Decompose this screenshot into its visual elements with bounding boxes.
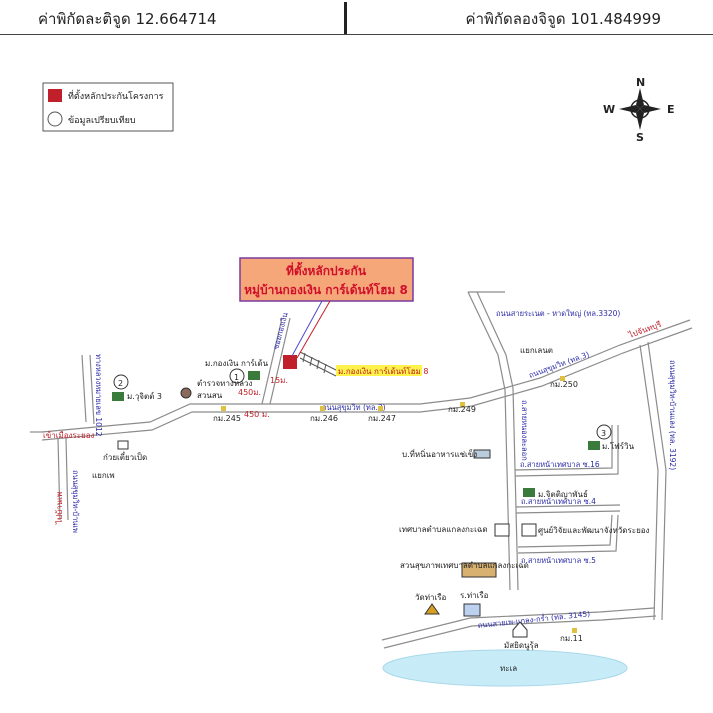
callout-line2: หมู่บ้านกองเงิน การ์เด้นท์โฮม 8 <box>244 282 408 298</box>
yaek-lenet-label: แยกเลนต <box>520 346 553 355</box>
svg-text:2: 2 <box>118 379 123 388</box>
km-post-icon <box>378 406 383 411</box>
nonglalok-label: ถ.สายหนองละลอก <box>520 400 529 461</box>
longitude-text: ค่าพิกัดลองจิจูด 101.484999 <box>465 10 661 28</box>
restaurant-icon <box>117 440 129 450</box>
compass-rose-icon: N E S W <box>603 76 675 144</box>
jittiyapan-label: ม.จิตติญาพันธ์ <box>538 489 588 499</box>
mosque-icon <box>512 621 528 638</box>
park-label: สวนสุขภาพเทศบาลตำบลแกลงกะเฉด <box>400 561 529 570</box>
kuay-teow-label: ก๋วยเตี๋ยวเป็ด <box>103 451 147 462</box>
road1012-label: ทางหลวงหมายเลข 1012 <box>94 354 103 437</box>
comparison-marker-1: 1 ม.กองเงิน การ์เด้น <box>205 358 269 384</box>
km250: กม.250 <box>550 380 578 389</box>
soi16-label: ถ.สายหน้าเทศบาล ซ.16 <box>520 460 600 469</box>
yaek-phe-label: แยกเพ <box>92 471 115 480</box>
compass-s: S <box>636 131 644 144</box>
legend: ที่ตั้งหลักประกันโครงการ ข้อมูลเปรียบเที… <box>42 82 174 132</box>
municipal-label: เทศบาลตำบลแกลงกะเฉด <box>399 525 488 534</box>
house-icon <box>112 392 124 401</box>
park-icon <box>461 562 497 578</box>
legend-comparison-label: ข้อมูลเปรียบเทียบ <box>68 115 136 126</box>
compass-e: E <box>667 103 675 116</box>
municipal-icon <box>494 523 510 537</box>
km245: กม.245 <box>213 414 241 423</box>
factory-icon <box>473 449 491 459</box>
comp3-label: ม.โฟร์วิน <box>602 441 635 451</box>
police-label: ตำรวจทางหลวง <box>197 379 253 388</box>
comparison-marker-3: 3 ม.โฟร์วิน <box>588 424 635 451</box>
road3192-label: ถนนสุขุมวิท-บ้านแลง (ทล. 3192) <box>668 360 677 470</box>
legend-site-label: ที่ตั้งหลักประกันโครงการ <box>68 89 164 102</box>
compass-w: W <box>603 103 615 116</box>
road3320-label: ถนนสายระเนต - หาดใหญ่ (ทล.3320) <box>496 309 620 318</box>
wat-label: วัดท่าเรือ <box>415 593 446 602</box>
compass-n: N <box>636 76 645 89</box>
dist15: 15ม. <box>270 376 288 385</box>
school-label: ศูนย์วิจัยและพัฒนาจังหวัดระยอง <box>538 525 650 536</box>
site-label-bg <box>336 365 422 376</box>
comp2-label: ม.วุจิตต์ 3 <box>127 391 162 401</box>
site-area <box>283 351 337 377</box>
svg-text:1: 1 <box>234 373 239 382</box>
latitude-text: ค่าพิกัดละติจูด 12.664714 <box>38 10 217 28</box>
header-divider <box>344 2 347 34</box>
comparison-marker-2: 2 ม.วุจิตต์ 3 <box>112 374 162 401</box>
pier-label: ร.ท่าเรือ <box>460 591 489 600</box>
site-swatch-icon <box>48 89 62 102</box>
soi5-label: ถ.สายหน้าเทศบาล ซ.5 <box>521 556 596 565</box>
comparison-circle-icon <box>47 111 63 127</box>
km246: กม.246 <box>310 414 338 423</box>
km-post-icon <box>572 628 577 633</box>
dist450b: 450 ม. <box>244 410 270 419</box>
to-chanthaburi: ไปจันทบุรี <box>627 320 664 341</box>
police-icon <box>180 387 192 399</box>
road-phe-label: ถนนสุขุมวิท-บ้านเพ <box>71 470 80 533</box>
house-icon <box>588 441 600 450</box>
sukhumvit-west: ถนนสุขุมวิท (ทล.3) <box>322 403 386 412</box>
house-icon <box>523 488 535 497</box>
mosque-label: มัสยิดนูรุ้ล <box>504 641 539 651</box>
km-markers: กม.245 กม.246 กม.247 กม.249 กม.250 กม.11 <box>213 376 583 643</box>
km-post-icon <box>320 406 325 411</box>
to-rayong: เข้าเมืองระยอง <box>43 431 95 440</box>
school-icon <box>521 523 537 537</box>
km247: กม.247 <box>368 414 396 423</box>
pier-icon <box>463 603 481 617</box>
company-label: บ.ที่หนิ่นอาหารแช่เข็ง <box>402 448 477 459</box>
dist450a: 450ม. <box>238 388 261 397</box>
to-phe: ไปบ้านเพ <box>55 492 64 525</box>
site-callout: ที่ตั้งหลักประกัน หมู่บ้านกองเงิน การ์เด… <box>239 257 414 359</box>
sea-label: ทะเล <box>500 664 517 673</box>
road-network <box>30 291 693 649</box>
callout-line1: ที่ตั้งหลักประกัน <box>286 261 367 278</box>
km11: กม.11 <box>560 634 583 643</box>
temple-icon <box>424 603 440 615</box>
soi4-label: ถ.สายหน้าเทศบาล ซ.4 <box>521 497 596 506</box>
svg-text:3: 3 <box>601 429 606 438</box>
coordinates-header: ค่าพิกัดละติจูด 12.664714 ค่าพิกัดลองจิจ… <box>0 0 713 35</box>
km-post-icon <box>221 406 226 411</box>
road3145-label: ถนนสายเพ-แกลง-กร่ำ (ทล. 3145) <box>477 608 590 630</box>
km249: กม.249 <box>448 405 476 414</box>
comp1-label: ม.กองเงิน การ์เด้น <box>205 358 269 368</box>
house-icon <box>248 371 260 380</box>
suanson-label: สวนสน <box>197 391 223 400</box>
site-label: ม.กองเงิน การ์เด้นท์โฮม 8 <box>338 366 428 376</box>
sea-area <box>382 649 628 687</box>
km-post-icon <box>460 402 465 407</box>
km-post-icon <box>560 376 565 381</box>
